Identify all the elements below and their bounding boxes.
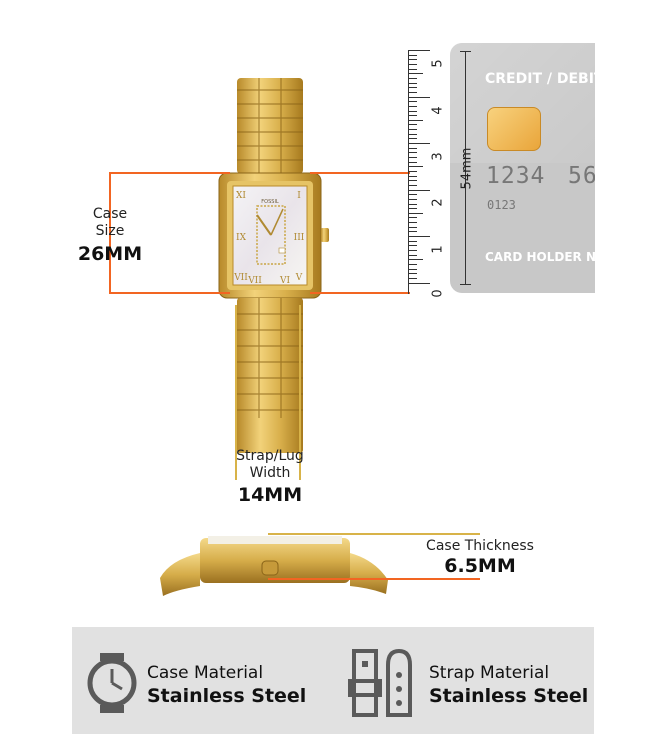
ruler-tick [408, 73, 423, 75]
ruler-tick [408, 110, 417, 112]
ruler-tick [408, 180, 417, 182]
ruler-tick [408, 152, 417, 154]
ruler-tick [408, 277, 417, 279]
watch-front-image: FOSSIL XI I IX III VII V VII VI [218, 78, 329, 453]
ruler-tick [408, 254, 417, 256]
svg-text:III: III [294, 233, 305, 243]
ruler-tick [408, 184, 417, 186]
ruler-number: 0 [430, 289, 446, 298]
ruler-tick [408, 157, 417, 158]
ruler-tick [408, 59, 417, 61]
ruler-tick [408, 217, 417, 219]
svg-text:VII: VII [233, 273, 248, 283]
ruler-tick [408, 263, 417, 265]
ruler-tick [408, 226, 417, 228]
ruler-tick [408, 91, 417, 93]
ruler-tick [408, 101, 417, 103]
ruler-tick [408, 161, 417, 163]
ruler-tick [408, 143, 430, 144]
ruler-tick [408, 208, 417, 210]
ruler-tick [408, 273, 417, 275]
ruler-tick [408, 198, 417, 200]
ruler-tick [408, 222, 417, 224]
ruler-tick [408, 54, 417, 56]
ruler-tick [408, 212, 423, 214]
strap-material-value: Stainless Steel [429, 685, 589, 707]
ruler-tick [408, 245, 417, 247]
card-chip [487, 107, 541, 151]
ruler-tick [408, 115, 417, 117]
ruler-tick [408, 68, 417, 70]
strap-icon [348, 648, 412, 717]
ruler-tick [408, 231, 417, 233]
svg-text:VII: VII [247, 276, 262, 286]
ruler-tick [408, 250, 417, 251]
card-number-left: 1234 [486, 163, 546, 189]
case-size-dimension-lines [109, 172, 410, 480]
case-thickness-label: Case Thickness [426, 538, 534, 554]
ruler-tick [408, 240, 417, 242]
ruler-number: 2 [430, 198, 446, 207]
svg-text:I: I [297, 191, 301, 201]
card-length-label: 54mm [459, 147, 475, 190]
ruler-tick [408, 77, 417, 79]
case-size-label-line1: Case [92, 206, 128, 222]
strap-width-label-line2: Width [249, 465, 291, 481]
watch-side-image [160, 536, 388, 596]
svg-text:V: V [295, 273, 303, 283]
ruler-tick [408, 194, 417, 196]
ruler-tick [408, 129, 417, 131]
case-size-value: 26MM [77, 243, 143, 265]
ruler-number: 4 [430, 106, 446, 115]
thickness-dimension-lines [268, 533, 480, 580]
card-small-number: 0123 [487, 198, 516, 212]
ruler-tick [408, 82, 417, 84]
svg-text:VI: VI [279, 276, 290, 286]
ruler-tick [408, 138, 417, 140]
strap-width-label-line1: Strap/Lug [236, 448, 304, 464]
ruler-tick [408, 147, 417, 149]
case-thickness-value: 6.5MM [444, 555, 516, 577]
ruler-tick [408, 282, 430, 284]
ruler-tick [408, 259, 423, 261]
ruler-tick [408, 96, 430, 98]
case-size-label-line2: Size [95, 223, 125, 239]
ruler-tick [408, 268, 417, 270]
ruler-tick [408, 119, 423, 121]
case-material-label: Case Material [147, 663, 264, 683]
ruler-number: 5 [430, 59, 446, 68]
ruler: 5 4 3 2 1 0 [408, 50, 452, 300]
strap-width-value: 14MM [237, 484, 303, 506]
card-holder-name: CARD HOLDER NAME [485, 250, 595, 264]
card-dimension-line [465, 51, 466, 285]
ruler-number: 1 [430, 245, 446, 254]
case-material-value: Stainless Steel [147, 685, 307, 707]
ruler-tick [408, 189, 430, 191]
strap-material-label: Strap Material [429, 663, 550, 683]
ruler-tick [408, 236, 430, 237]
ruler-tick [408, 50, 430, 51]
ruler-tick [408, 203, 417, 205]
ruler-number: 3 [430, 152, 446, 161]
ruler-tick [408, 170, 417, 172]
card-title: CREDIT / DEBIT C [485, 71, 595, 87]
svg-text:IX: IX [236, 233, 247, 243]
ruler-tick [408, 175, 417, 177]
ruler-tick [408, 166, 423, 168]
ruler-tick [408, 87, 417, 89]
ruler-tick [408, 105, 417, 107]
credit-card-image: 54mm CREDIT / DEBIT C 1234 56 0123 CARD … [450, 43, 595, 293]
ruler-tick [408, 64, 417, 65]
ruler-tick [408, 124, 417, 126]
watch-icon [87, 653, 137, 713]
brand-logo: FOSSIL [261, 199, 279, 205]
materials-panel: Case Material Stainless Steel Strap Mate… [72, 627, 594, 734]
ruler-tick [408, 133, 417, 135]
svg-text:XI: XI [236, 191, 246, 201]
card-number-right: 56 [568, 163, 595, 189]
